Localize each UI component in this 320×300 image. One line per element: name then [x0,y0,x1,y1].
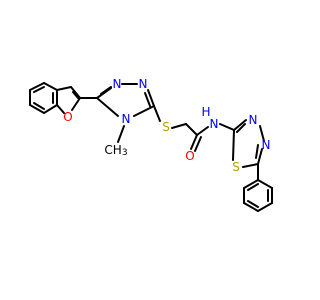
atom-n-triazole-top: N [113,77,122,91]
atom-h-amide: H [201,105,210,119]
thiadiazole-ring [232,119,265,168]
benzofuran-furan-ring [56,86,81,114]
bond-triazole-methyl [117,125,125,143]
molecule-structure-drawing: O N N N CH3 S O H N N N S [29,77,273,212]
atom-s-thiadiazole: S [232,160,240,174]
atom-n-triazole-methyl: N [122,112,131,126]
benzofuran-benzene-ring [29,82,58,114]
methyl-group-label: CH3 [104,143,127,158]
atom-labels: O N N N CH3 S O H N N N S [63,77,270,174]
phenyl-ring [243,179,273,212]
atom-n-thiadiazole-right: N [262,138,271,152]
triazole-ring [96,83,155,117]
atom-n-triazole-right: N [139,77,148,91]
methyl-subscript: 3 [122,148,128,158]
methyl-ch: CH [104,143,121,157]
thioacetamide-chain [153,105,235,152]
atom-n-thiadiazole-top: N [249,113,258,127]
atom-o-carbonyl: O [185,149,194,163]
atom-n-amide: N [210,117,219,131]
atom-s-thioether: S [162,120,170,134]
atom-o-furan: O [63,110,72,124]
